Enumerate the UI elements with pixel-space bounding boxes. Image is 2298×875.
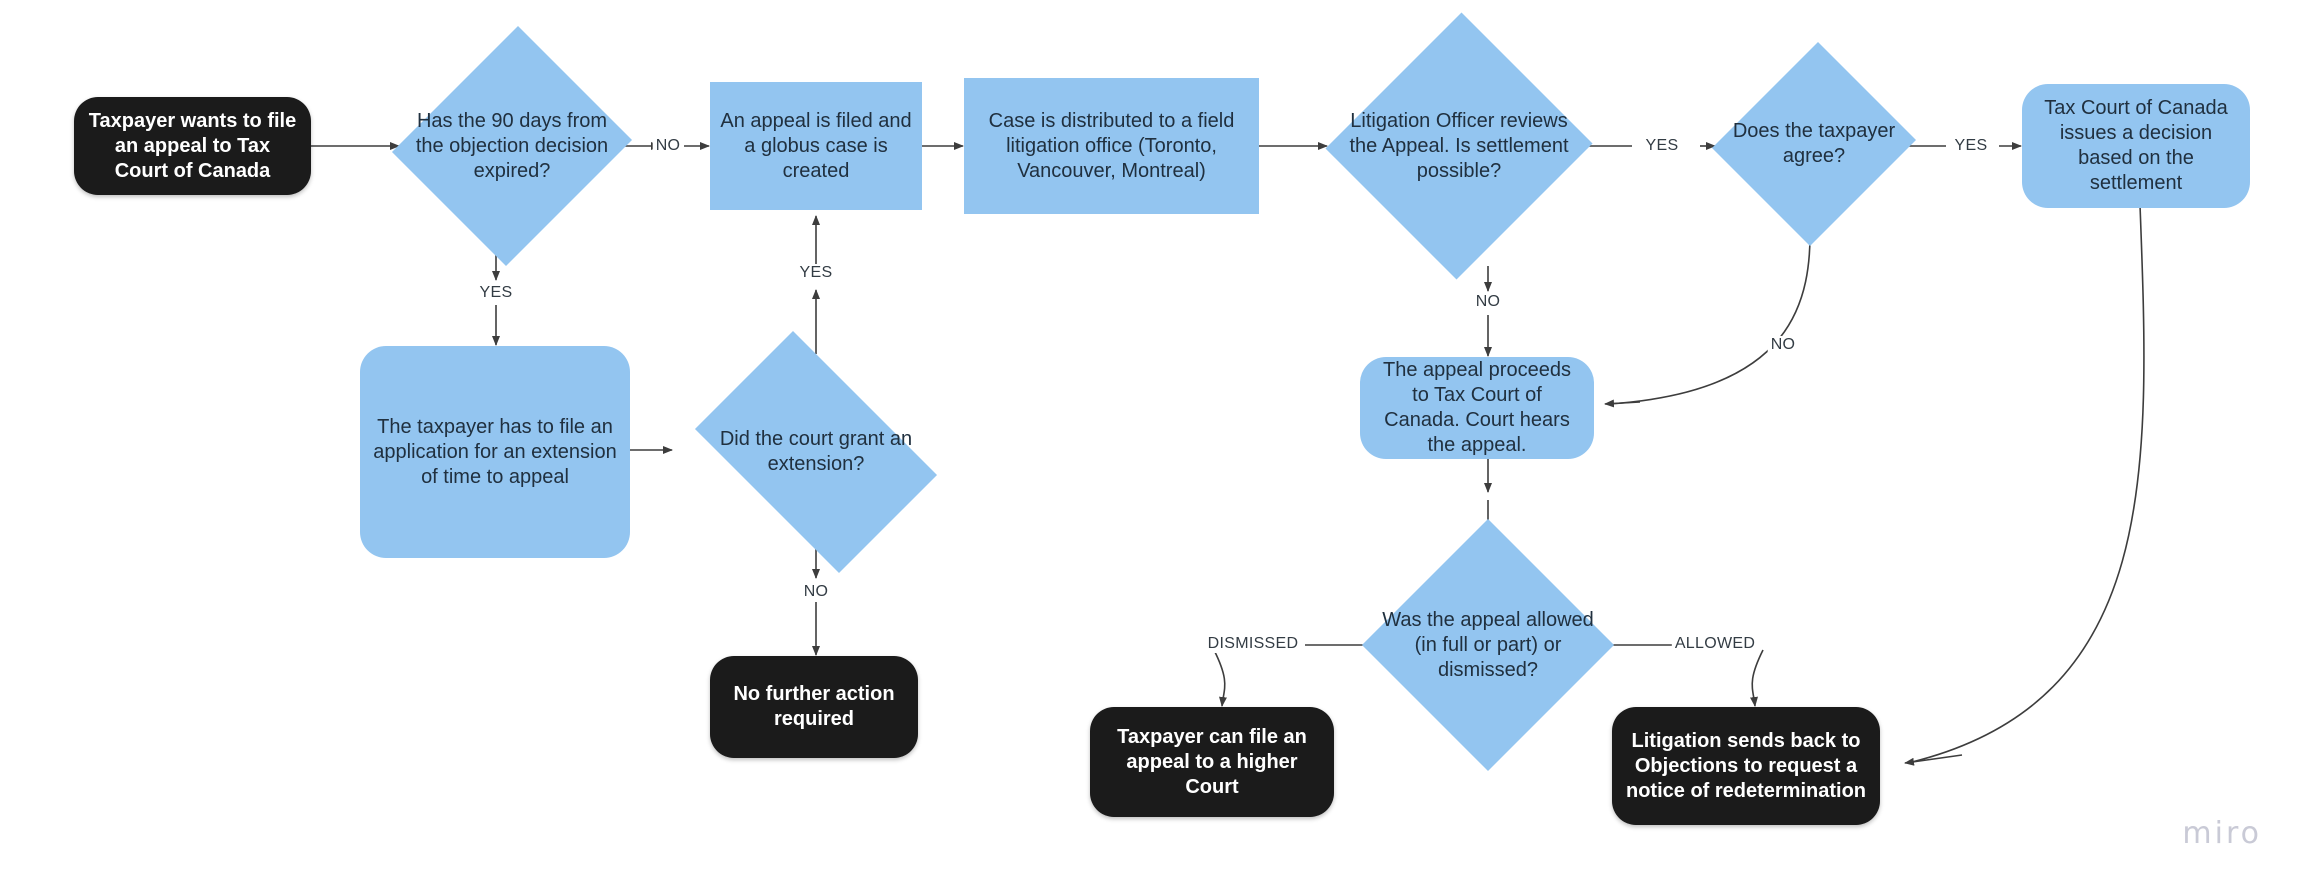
node-litigation-sends-back-label: Litigation sends back to Objections to r… xyxy=(1625,729,1867,802)
node-litigation-sends-back[interactable]: Litigation sends back to Objections to r… xyxy=(1612,707,1880,825)
edge-label-agree-no: NO xyxy=(1767,336,1799,354)
node-taxpayer-agree-label: Does the taxpayer agree? xyxy=(1732,120,1896,167)
node-appeal-allowed-label: Was the appeal allowed (in full or part)… xyxy=(1382,608,1594,681)
node-appeal-allowed[interactable]: Was the appeal allowed (in full or part)… xyxy=(1361,518,1615,772)
node-higher-court-label: Taxpayer can file an appeal to a higher … xyxy=(1117,725,1307,798)
node-tcc-decision-settlement[interactable]: Tax Court of Canada issues a decision ba… xyxy=(2022,84,2250,208)
edge-label-extension-no: NO xyxy=(800,583,832,601)
edge-label-days-expired-yes: YES xyxy=(476,284,516,302)
node-no-further-action[interactable]: No further action required xyxy=(710,656,918,758)
node-appeal-filed-label: An appeal is filed and a globus case is … xyxy=(720,109,912,182)
node-extension-application-label: The taxpayer has to file an application … xyxy=(373,415,617,488)
node-taxpayer-agree[interactable]: Does the taxpayer agree? xyxy=(1711,38,1917,250)
edge-label-litigation-yes: YES xyxy=(1642,137,1682,155)
node-higher-court[interactable]: Taxpayer can file an appeal to a higher … xyxy=(1090,707,1334,817)
edge-label-litigation-no: NO xyxy=(1472,293,1504,311)
miro-watermark: miro xyxy=(2182,816,2262,851)
node-case-distributed[interactable]: Case is distributed to a field litigatio… xyxy=(964,78,1259,214)
node-case-distributed-label: Case is distributed to a field litigatio… xyxy=(988,109,1235,182)
node-court-grant-extension-label: Did the court grant an extension? xyxy=(719,428,913,475)
edge-label-days-expired-no: NO xyxy=(652,137,684,155)
node-litigation-review[interactable]: Litigation Officer reviews the Appeal. I… xyxy=(1325,10,1593,282)
edge-label-extension-yes: YES xyxy=(796,264,836,282)
node-start-label: Taxpayer wants to file an appeal to Tax … xyxy=(88,109,297,182)
node-appeal-proceeds-label: The appeal proceeds to Tax Court of Cana… xyxy=(1383,359,1571,456)
node-tcc-decision-settlement-label: Tax Court of Canada issues a decision ba… xyxy=(2044,97,2228,194)
node-court-grant-extension[interactable]: Did the court grant an extension? xyxy=(672,330,960,574)
node-no-further-action-label: No further action required xyxy=(733,683,895,730)
node-appeal-proceeds[interactable]: The appeal proceeds to Tax Court of Cana… xyxy=(1360,357,1594,459)
edge-label-allowed: ALLOWED xyxy=(1671,635,1759,653)
node-extension-application[interactable]: The taxpayer has to file an application … xyxy=(360,346,630,558)
edge-label-dismissed: DISMISSED xyxy=(1204,635,1302,653)
edge-label-agree-yes: YES xyxy=(1951,137,1991,155)
node-appeal-filed[interactable]: An appeal is filed and a globus case is … xyxy=(710,82,922,210)
node-days-expired[interactable]: Has the 90 days from the objection decis… xyxy=(391,20,633,272)
node-start[interactable]: Taxpayer wants to file an appeal to Tax … xyxy=(74,97,311,195)
node-litigation-review-label: Litigation Officer reviews the Appeal. I… xyxy=(1349,109,1569,182)
node-days-expired-label: Has the 90 days from the objection decis… xyxy=(415,109,609,182)
